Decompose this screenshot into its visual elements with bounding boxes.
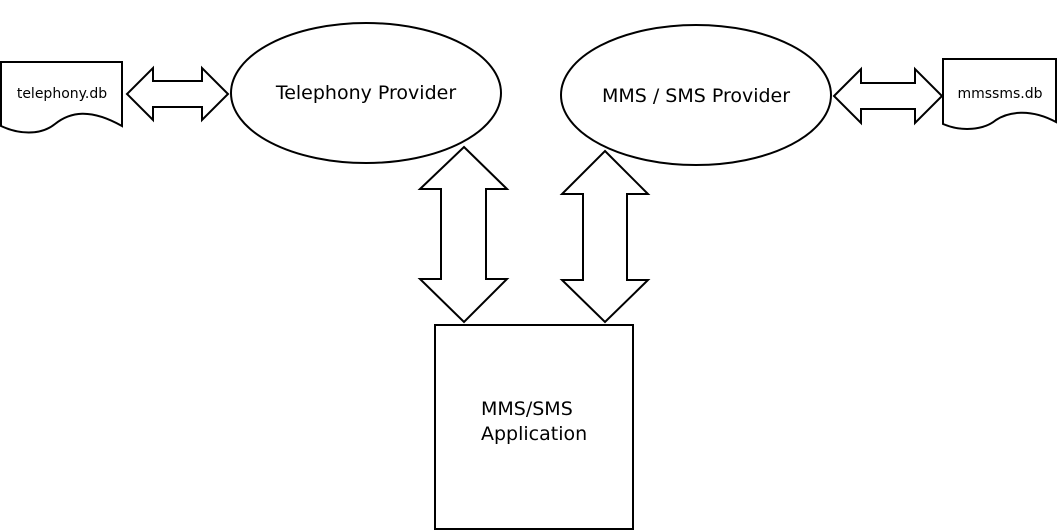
telephony-db-node: telephony.db [0, 61, 123, 134]
mmssms-db-document-shape [942, 58, 1057, 130]
arrow-telephony-db-provider [125, 65, 230, 123]
arrow-mms-provider-app [559, 149, 651, 324]
app-rectangle [434, 324, 634, 530]
arrow-mms-provider-mmssms-db [832, 66, 944, 126]
mmssms-db-label: mmssms.db [957, 86, 1042, 102]
mms-sms-provider-node: MMS / SMS Provider [560, 24, 832, 166]
telephony-provider-node: Telephony Provider [230, 22, 502, 164]
telephony-provider-label: Telephony Provider [275, 82, 457, 104]
app-label-line1: MMS/SMS [481, 398, 573, 420]
telephony-db-label: telephony.db [17, 86, 107, 102]
arrow-telephony-provider-app [417, 145, 510, 324]
mms-sms-provider-ellipse [560, 24, 832, 166]
telephony-provider-ellipse [230, 22, 502, 164]
app-label-line2: Application [481, 423, 587, 445]
mmssms-db-node: mmssms.db [942, 58, 1057, 130]
mms-sms-provider-label: MMS / SMS Provider [602, 85, 790, 107]
app-node: MMS/SMS Application [434, 324, 634, 530]
telephony-db-document-shape [0, 61, 123, 134]
